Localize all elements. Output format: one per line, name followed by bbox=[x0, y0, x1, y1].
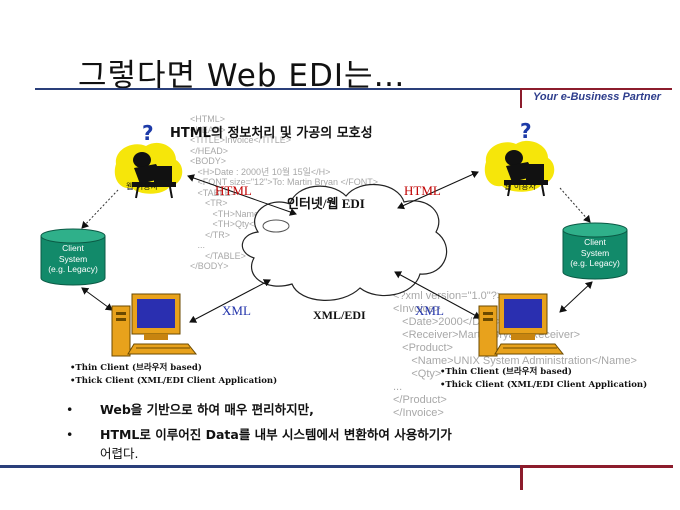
db-line: System bbox=[58, 253, 88, 264]
right-client-system-database: Client System (e.g. Legacy) bbox=[562, 222, 628, 280]
bullet-marker: • bbox=[66, 402, 74, 417]
left-html-label: HTML bbox=[215, 183, 252, 198]
bullet-marker: • bbox=[66, 427, 74, 442]
left-xml-label: XML bbox=[222, 303, 251, 318]
computer-icon-right bbox=[478, 293, 565, 357]
db-line: Client bbox=[62, 243, 84, 253]
diagram-heading: HTML의 정보처리 및 가공의 모호성 bbox=[170, 126, 373, 141]
title-rule-accent bbox=[520, 88, 672, 108]
bullet-text: Web을 기반으로 하여 매우 편리하지만, bbox=[100, 402, 314, 417]
right-client-notes: •Thin Client (브라우저 based) •Thick Client … bbox=[440, 366, 647, 392]
bullet-text: HTML로 이루어진 Data를 내부 시스템에서 변환하여 사용하기가 bbox=[100, 427, 452, 442]
tagline: Your e-Business Partner bbox=[533, 91, 661, 103]
left-client-notes: •Thin Client (브라우저 based) •Thick Client … bbox=[70, 362, 277, 388]
thin-client-note: •Thin Client (브라우저 based) bbox=[440, 367, 572, 377]
db-line: (e.g. Legacy) bbox=[570, 258, 620, 268]
bullet-item: • Web을 기반으로 하여 매우 편리하지만, bbox=[66, 400, 536, 419]
computer-icon bbox=[111, 293, 198, 357]
thick-client-note: •Thick Client (XML/EDI Client Applicatio… bbox=[440, 380, 648, 390]
svg-text:?: ? bbox=[142, 121, 154, 145]
confused-user-icon-right: ? bbox=[484, 119, 555, 197]
left-client-system-database: Client System (e.g. Legacy) bbox=[40, 228, 106, 286]
bullet-continuation: 어렵다. bbox=[100, 446, 139, 461]
database-icon bbox=[40, 228, 106, 286]
title-rule bbox=[35, 88, 670, 90]
footer-rule-accent bbox=[520, 465, 673, 490]
confused-user-icon: ? bbox=[114, 121, 183, 199]
db-line: (e.g. Legacy) bbox=[48, 264, 98, 274]
footer-rule bbox=[0, 465, 520, 468]
database-icon bbox=[562, 222, 628, 280]
left-web-user-label: 웹 이용자 bbox=[126, 182, 158, 191]
xml-edi-label: XML/EDI bbox=[313, 308, 366, 322]
db-line: Client bbox=[584, 237, 606, 247]
bullet-item: • HTML로 이루어진 Data를 내부 시스템에서 변환하여 사용하기가 bbox=[66, 425, 536, 444]
right-web-user-label: 웹 이용자 bbox=[504, 182, 536, 191]
right-xml-label: XML bbox=[415, 303, 444, 318]
thick-client-note: •Thick Client (XML/EDI Client Applicatio… bbox=[70, 376, 278, 386]
db-line: System bbox=[580, 247, 610, 258]
svg-text:?: ? bbox=[520, 119, 532, 143]
thin-client-note: •Thin Client (브라우저 based) bbox=[70, 363, 202, 373]
internet-web-edi-label: 인터넷/웹 EDI bbox=[287, 196, 365, 211]
bullet-list: • Web을 기반으로 하여 매우 편리하지만, • HTML로 이루어진 Data… bbox=[66, 400, 536, 463]
right-html-label: HTML bbox=[404, 183, 441, 198]
